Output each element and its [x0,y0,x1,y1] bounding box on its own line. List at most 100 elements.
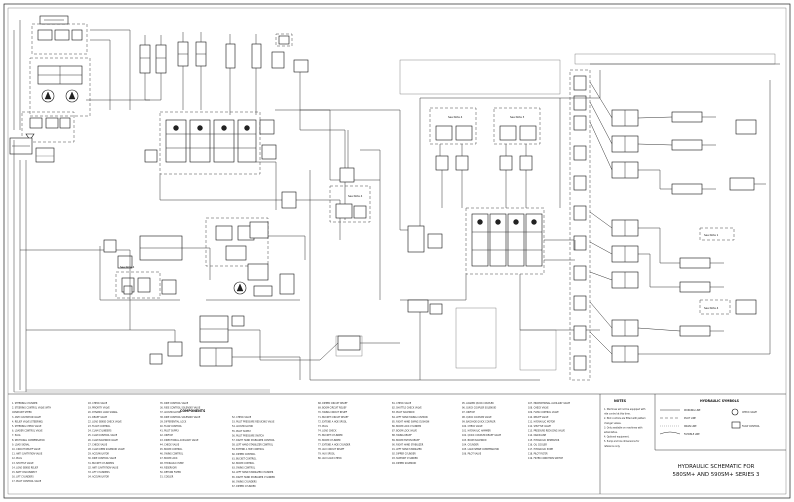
notes-list: 1. Machines will not be equipped with ri… [604,408,646,448]
legend-col3-item: 36. RIDE CONTROL SOLENOID VALVE [160,407,201,410]
legend-col7-item: 95. LOADER QUICK COUPLER [462,402,494,405]
legend-col6-item: 94. DIPPER SOLENOID [392,462,416,465]
legend-col5-item: 79. AUX SPOOL [318,453,336,456]
notes-item: 3. Only available on machines with [604,426,643,429]
priority-valve-box [29,57,91,117]
clam-float-block [199,217,320,380]
loader-control-valve [144,109,380,240]
see-note-box-d [493,107,541,145]
legend-col3-item: 43. DIRECTIONAL AUXILIARY VALVE [160,439,199,442]
legend-col6-item: 82. SHUTTLE CHECK VALVE [392,407,422,410]
legend-col7-item: 97. ORIFICE [462,411,475,414]
legend-col1-item: 14. LOAD SENSE RELIEF [12,466,39,469]
components-header: COMPONENTS [180,409,206,413]
legend-col3-item: 38. RIDE CONTROL SOLENOID VALVE [160,416,201,419]
legend-col8-item: 118. PILOT FILTER [528,453,548,456]
legend-col1-item: 12. PLUG [12,457,22,460]
see-note-box-b [329,185,371,223]
ride-control-block: See Note 4 [99,235,211,365]
legend-col8-item: 117. HYDRAULIC PUMP [528,448,554,451]
legend-col1-item: 9. LOAD SIGNAL [12,443,30,446]
legend-col5-item: 69. BOOM CIRCUIT RELIEF [318,407,347,410]
steering-section [9,15,91,163]
legend-col4-item: 67. DIPPER CYLINDER [232,485,256,488]
see-note-label-e: See Note 1 [704,233,719,237]
legend-col6-item: 86. BOOM LOCK CYLINDER [392,425,422,428]
backhoe-cylinder-4 [679,257,711,269]
legend-col1-item: 17. PILOT CONTROL VALVE [12,480,42,483]
symbol-label-f: FLOW CONTROL [742,425,760,428]
sheet-border [3,3,791,499]
legend-col1-item: 11. ANTI CAVITATION VALVE [12,453,43,456]
legend-col1-item: 4. RELIEF VALVE (STEERING) [12,420,43,423]
see-note-label-b: See Note 4 [348,194,363,198]
legend-col2-item: 30. RIDE CONTROL VALVE [88,457,117,460]
right-aux-section: See Note 1 [560,53,780,381]
legend-col3-item: 46. SWING CONTROL [160,453,184,456]
legend-col6-item: 88. SWING RELIEF [392,434,413,437]
legend-col1-item: CONSTANT STEER [12,411,32,414]
see-note-box-f [699,299,731,315]
legend-col4-item: 65. RIGHT HAND STABILIZER CYLINDER [232,476,275,479]
legend-col1-item: 5. STEERING CHECK VALVE [12,425,42,428]
clam-cylinder-right [251,43,262,69]
legend-col5-item: 76. BOOM CYLINDER [318,439,341,442]
legend-col4-item: 55. PILOT SUPPLY [232,430,252,433]
notes-item: reference only. [604,445,620,448]
legend-col5-item: 78. AUX CIRCUIT RELIEF [318,448,345,451]
legend-col2-item: 22. LOAD SENSE CHECK VALVE [88,420,122,423]
legend-col6-item: 85. RIGHT HAND SWING CUSHION [392,420,430,423]
load-sense-compensator [407,225,425,253]
see-note-box-e [699,227,735,241]
legend-col8-item: 113. PRESSURE REDUCING VALVE [528,430,565,433]
legend-col2-item: 21. RELIEF VALVE [88,416,108,419]
legend-col2-item: 27. CHECK VALVE [88,443,108,446]
see-note-label-c: See Note 4 [448,115,463,119]
reservoir-box [21,111,75,143]
legend-col1-item: 1. STEERING CYLINDER [12,402,38,405]
symbol-label-c: DRAIN LINE [684,425,697,428]
symbol-label-d: FLEXIBLE LINE [684,433,700,436]
legend-col7-item: 106. PILOT VALVE [462,453,482,456]
title-line-1: HYDRAULIC SCHEMATIC FOR [678,464,755,470]
legend-col1-item: 13. SHUTTLE VALVE [12,462,34,465]
legend-col3-item: 51. COOLER [160,476,174,479]
legend-col5-item: 70. SWING CIRCUIT RELIEF [318,411,348,414]
legend-col1-item: 7. PLUG [12,434,21,437]
pilot-filter [337,335,361,351]
loader-valve-box [159,111,261,175]
legend-col6-item: 90. RIGHT HAND STABILIZER [392,443,424,446]
legend-col2-item: 29. ACCUMULATOR [88,453,109,456]
legend-col8-item: 115. HYDRAULIC RESERVOIR [528,439,560,442]
legend-col6-item: 84. LEFT HAND SWING CUSHION [392,416,428,419]
legend-col5-item: 73. PLUG [318,425,328,428]
legend-col1-item: 6. LOADER CONTROL VALVE [12,430,43,433]
legend-col8-item: 111. HYDRAULIC MOTOR [528,420,556,423]
legend-col6-item: 89. BOOM PISTON RELIEF [392,439,421,442]
see-note-box-a [115,271,161,299]
legend-col2-item: 19. PRIORITY VALVE [88,407,110,410]
right-valve-stack-box [569,69,591,381]
legend-col6-item: 93. SUPPORT CYLINDER [392,457,418,460]
legend-col4-item: 58. LEFT HAND STABILIZER CONTROL [232,444,274,447]
legend-col8-item: 119. FILTER CONDITION SWITCH [528,457,564,460]
legend-col3-item: 40. FLOW CONTROL [160,425,183,428]
legend-col2-item: 25. CLAM CONTROL VALVE [88,434,118,437]
lower-center-misc: See Note 4 [335,299,731,380]
notes-item: 2. Pilot controls are fitted with patter… [604,417,646,420]
reservoir [35,147,55,163]
title-block: HYDRAULIC SCHEMATIC FOR 580SM+ AND 590SM… [673,464,760,478]
legend-col6-item: 81. CHECK VALVE [392,402,412,405]
legend-col7-item: 101. HYDRAULIC HAMMER [462,430,491,433]
legend-col8-item: 108. CHECK VALVE [528,407,549,410]
legend-col3-item: 42. ORIFICE [160,434,173,437]
legend-col4-item: 54. ACCUMULATOR [232,425,253,428]
legend-col8-item: 112. SHUTTLE VALVE [528,425,551,428]
legend-col5-item: 72. EXTEND A HOE SPOOL [318,420,348,423]
lift-cylinder-left [139,44,151,74]
steering-control-valve [37,29,53,41]
legend-col4-item: 66. SWING CYLINDERS [232,480,257,483]
